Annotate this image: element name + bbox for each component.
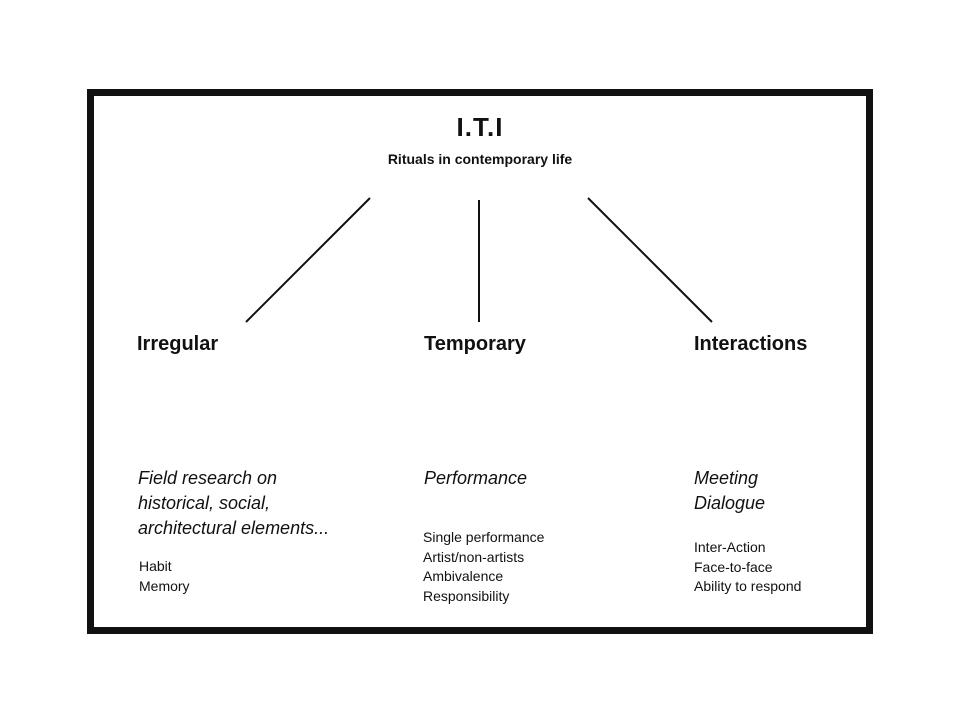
italic-line: historical, social, <box>138 493 271 513</box>
list-item: Habit <box>139 558 172 574</box>
branch-items-irregular: Habit Memory <box>139 557 190 596</box>
list-item: Responsibility <box>423 587 510 604</box>
branch-italic-temporary: Performance <box>424 466 527 491</box>
list-item: Artist/non-artists <box>423 548 525 565</box>
diagram-title: I.T.I <box>456 112 504 142</box>
branch-items-interactions: Inter-Action Face-to-face Ability to res… <box>694 538 801 597</box>
italic-line: Dialogue <box>694 493 766 513</box>
branch-items-temporary: Single performance Artist/non-artists Am… <box>423 528 544 606</box>
diagram-frame <box>87 89 873 634</box>
list-item: Inter-Action <box>694 539 766 555</box>
list-item: Single performance <box>423 529 545 545</box>
list-item: Ambivalence <box>423 568 504 584</box>
branch-heading-interactions: Interactions <box>694 333 808 355</box>
branch-italic-interactions: Meeting Dialogue <box>694 466 765 516</box>
list-item: Ability to respond <box>694 578 802 594</box>
italic-line: Performance <box>424 468 528 488</box>
diagram-subtitle: Rituals in contemporary life <box>387 151 573 167</box>
list-item: Face-to-face <box>694 558 773 575</box>
list-item: Memory <box>139 577 190 594</box>
branch-italic-irregular: Field research on historical, social, ar… <box>138 466 329 541</box>
branch-heading-irregular: Irregular <box>137 333 219 355</box>
branch-heading-temporary: Temporary <box>424 333 526 355</box>
italic-line: architectural elements... <box>138 518 330 538</box>
italic-line: Meeting <box>694 468 759 488</box>
italic-line: Field research on <box>138 468 278 488</box>
